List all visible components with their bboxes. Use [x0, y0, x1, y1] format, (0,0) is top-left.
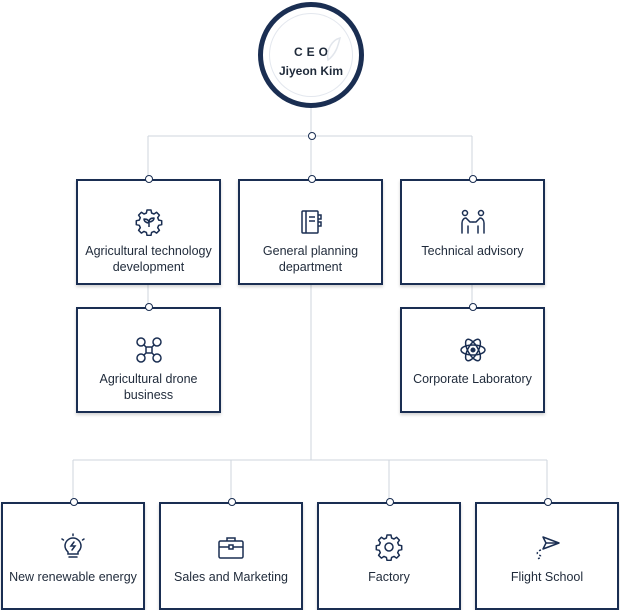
people-advisory-icon — [460, 209, 485, 234]
dept-label: Factory — [368, 570, 410, 584]
leaf-watermark-icon — [326, 36, 342, 62]
dept-label: Agricultural technology development — [85, 244, 212, 274]
dept-agricultural-drone[interactable]: Agricultural drone business — [76, 307, 221, 413]
connector-dot — [144, 174, 153, 183]
dept-label: Corporate Laboratory — [413, 372, 532, 386]
dept-flight-school[interactable]: Flight School — [475, 502, 619, 610]
ceo-title: CEO — [293, 45, 332, 59]
connector-dot — [307, 131, 316, 140]
gear-icon — [375, 534, 403, 561]
dept-label: Sales and Marketing — [174, 570, 288, 584]
atom-icon — [459, 338, 486, 362]
notebook-icon — [300, 210, 322, 234]
connector-dot — [468, 302, 477, 311]
dept-general-planning[interactable]: General planning department — [238, 179, 383, 285]
dept-corporate-laboratory[interactable]: Corporate Laboratory — [400, 307, 545, 413]
connector-dot — [307, 174, 316, 183]
connector-dot — [543, 497, 552, 506]
connector-dot — [69, 497, 78, 506]
dept-label: Flight School — [510, 570, 584, 584]
drone-icon — [135, 337, 162, 363]
dept-agricultural-technology[interactable]: Agricultural technology development — [76, 179, 221, 285]
connector-dot — [468, 174, 477, 183]
dept-label: Technical advisory — [421, 244, 524, 258]
connector-dot — [385, 497, 394, 506]
ceo-name: Jiyeon Kim — [278, 64, 344, 78]
briefcase-icon — [218, 537, 244, 559]
lightbulb-icon — [61, 533, 85, 558]
dept-factory[interactable]: Factory — [317, 502, 461, 610]
dept-technical-advisory[interactable]: Technical advisory — [400, 179, 545, 285]
dept-label: New renewable energy — [9, 570, 137, 584]
dept-sales-marketing[interactable]: Sales and Marketing — [159, 502, 303, 610]
agriculture-gear-icon — [135, 209, 162, 236]
connector-dot — [227, 497, 236, 506]
paper-plane-icon — [536, 536, 560, 560]
dept-label: Agricultural drone business — [99, 372, 198, 402]
ceo-node: CEO Jiyeon Kim — [258, 2, 364, 108]
dept-new-renewable-energy[interactable]: New renewable energy — [1, 502, 145, 610]
ceo-inner-ring — [270, 14, 352, 96]
dept-label: General planning department — [262, 244, 359, 274]
connector-dot — [144, 302, 153, 311]
